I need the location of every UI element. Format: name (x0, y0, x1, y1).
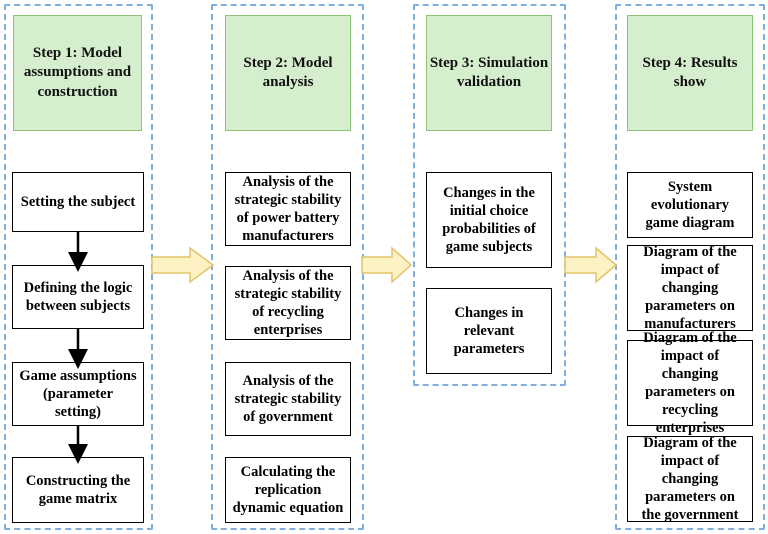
step1-title-line3: construction (37, 83, 118, 100)
step4-item-impact-government: Diagram of the impact of changing parame… (627, 435, 753, 523)
step2-header: Step 2: Model analysis (225, 15, 351, 131)
step2-title-line2: analysis (262, 74, 314, 90)
step1-title-line1: Step 1: Model (32, 44, 123, 61)
step3-title-line2: validation (456, 74, 522, 90)
step4-column (615, 4, 765, 530)
step1-item-setting-subject: Setting the subject (12, 172, 144, 232)
step4-item-impact-manufacturers: Diagram of the impact of changing parame… (627, 244, 753, 332)
step1-item-game-assumptions: Game assumptions (parameter setting) (12, 362, 144, 426)
step3-item-initial-probabilities: Changes in the initial choice probabilit… (426, 172, 552, 268)
block-arrow-step1-to-step2 (151, 246, 215, 284)
step3-item-relevant-parameters: Changes in relevant parameters (426, 288, 552, 374)
step3-column (413, 4, 566, 386)
block-arrow-step3-to-step4 (564, 246, 618, 284)
step3-title-line1: Step 3: Simulation (429, 54, 549, 71)
step4-header: Step 4: Results show (627, 15, 753, 131)
step1-header: Step 1: Model assumptions and constructi… (13, 15, 142, 131)
step2-item-manufacturers-stability: Analysis of the strategic stability of p… (225, 172, 351, 246)
step1-item-constructing-matrix: Constructing the game matrix (12, 457, 144, 523)
step4-title-line2: show (673, 74, 707, 90)
step2-item-replication-equation: Calculating the replication dynamic equa… (225, 457, 351, 523)
step4-item-impact-recycling: Diagram of the impact of changing parame… (627, 330, 753, 436)
step2-item-recycling-stability: Analysis of the strategic stability of r… (225, 266, 351, 340)
step4-item-evolutionary-diagram: System evolutionary game diagram (627, 172, 753, 238)
step1-title-line2: assumptions and (23, 64, 132, 81)
block-arrows (151, 246, 618, 284)
step4-title-line1: Step 4: Results (642, 54, 738, 71)
step2-item-government-stability: Analysis of the strategic stability of g… (225, 362, 351, 436)
block-arrow-step2-to-step3 (361, 246, 413, 284)
step2-title-line1: Step 2: Model (243, 54, 333, 71)
step3-header: Step 3: Simulation validation (426, 15, 552, 131)
